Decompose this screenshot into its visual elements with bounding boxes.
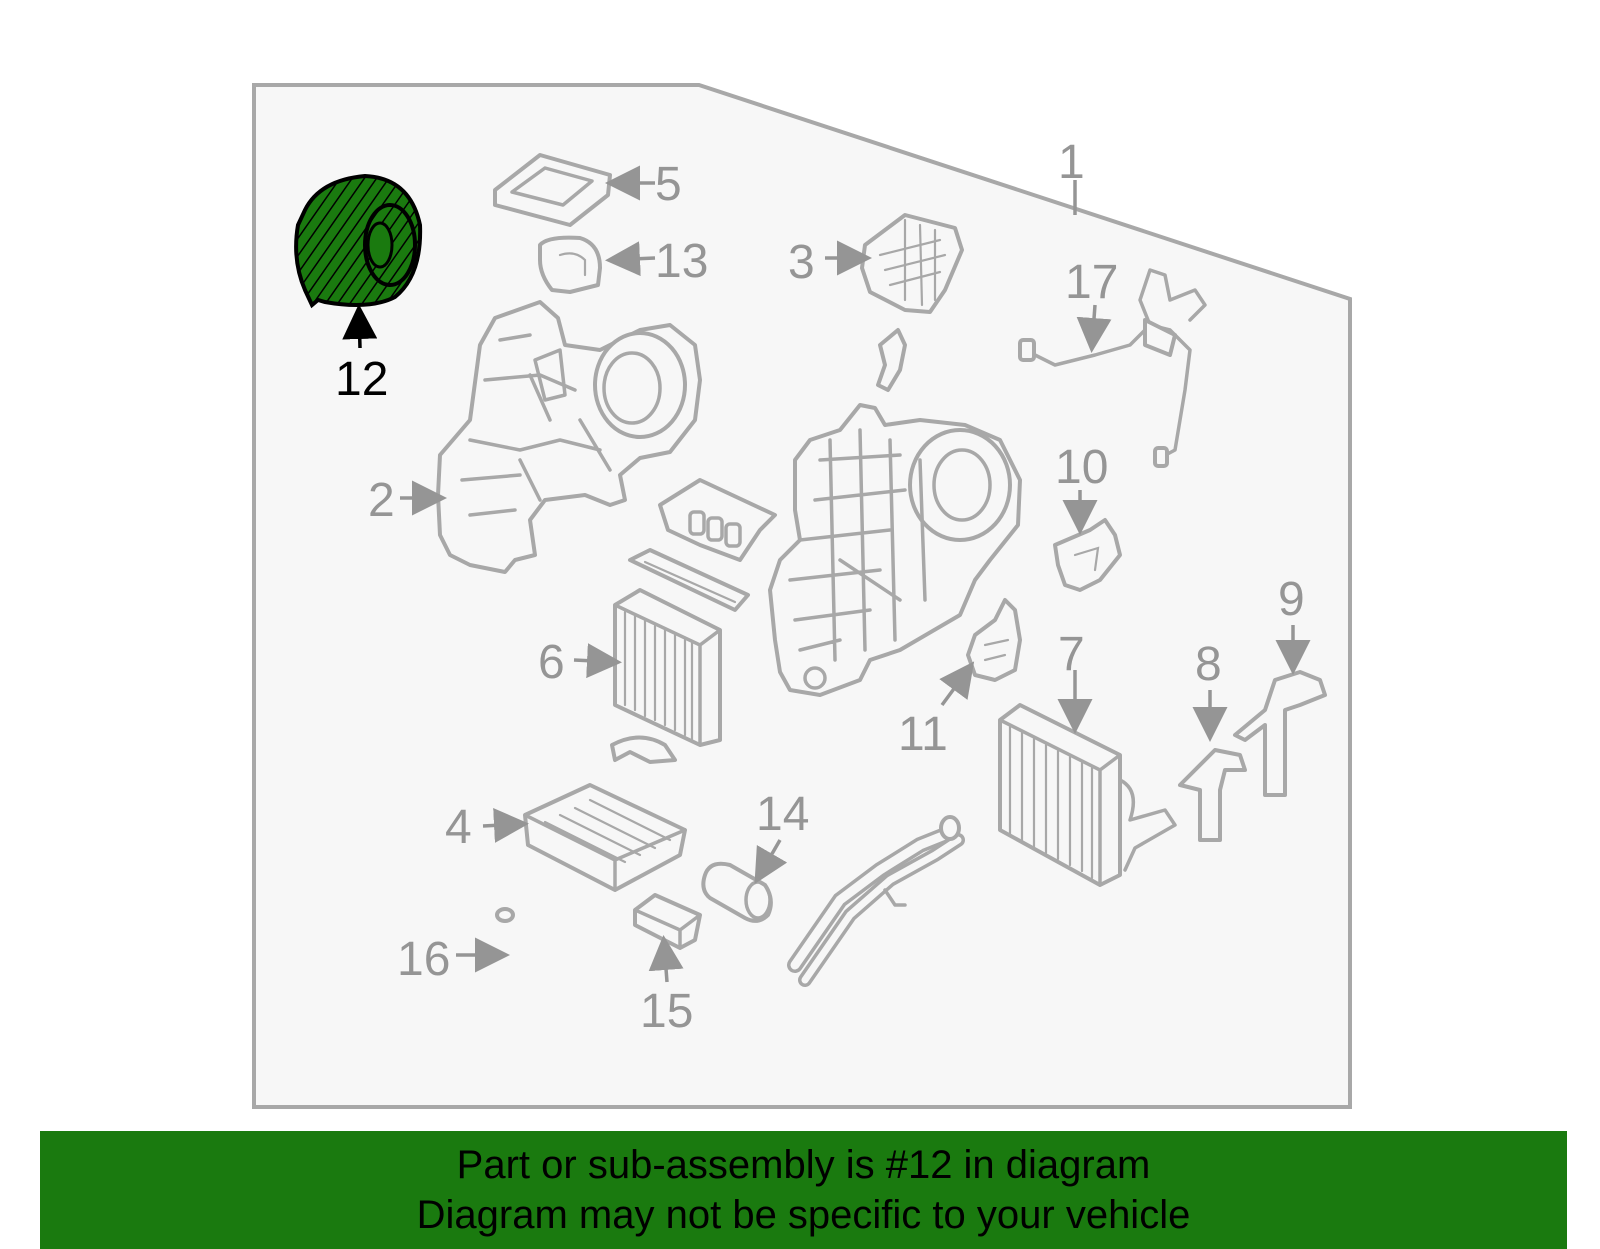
callout-4[interactable]: 4 bbox=[445, 801, 472, 854]
leader-6 bbox=[573, 643, 622, 679]
callout-9[interactable]: 9 bbox=[1278, 573, 1305, 626]
leader-13 bbox=[605, 241, 656, 277]
banner-part-note: Part or sub-assembly is #12 in diagram bbox=[456, 1143, 1151, 1187]
callout-14[interactable]: 14 bbox=[756, 788, 809, 841]
callout-7[interactable]: 7 bbox=[1058, 628, 1085, 681]
callout-17[interactable]: 17 bbox=[1065, 256, 1118, 309]
part-13-seal[interactable] bbox=[538, 235, 602, 294]
part-8-pipe[interactable] bbox=[1178, 748, 1247, 842]
info-banner: Part or sub-assembly is #12 in diagram D… bbox=[40, 1131, 1567, 1249]
part-17-wiring-harness[interactable] bbox=[1018, 268, 1207, 468]
callout-1[interactable]: 1 bbox=[1058, 136, 1085, 189]
part-14-resistor[interactable] bbox=[701, 861, 773, 923]
part-2-housing[interactable] bbox=[436, 300, 702, 574]
part-pipe-assembly[interactable] bbox=[787, 815, 965, 987]
callout-15[interactable]: 15 bbox=[640, 985, 693, 1038]
callout-13[interactable]: 13 bbox=[655, 235, 708, 288]
callout-12[interactable]: 12 bbox=[335, 353, 388, 406]
leader-4 bbox=[482, 807, 529, 843]
part-7-heater-core[interactable] bbox=[998, 703, 1177, 887]
part-12-blower-motor[interactable] bbox=[294, 173, 423, 309]
part-4-tray[interactable] bbox=[523, 783, 687, 892]
part-3-duct[interactable] bbox=[860, 213, 964, 314]
leader-17 bbox=[1076, 304, 1112, 353]
callout-3[interactable]: 3 bbox=[788, 236, 815, 289]
banner-disclaimer: Diagram may not be specific to your vehi… bbox=[416, 1193, 1191, 1237]
callout-8[interactable]: 8 bbox=[1195, 638, 1222, 691]
part-1-main-housing[interactable] bbox=[768, 403, 1022, 697]
callout-leaders bbox=[342, 165, 1311, 983]
callout-6[interactable]: 6 bbox=[538, 636, 565, 689]
leader-11 bbox=[939, 661, 975, 707]
leader-12 bbox=[342, 304, 378, 349]
part-bracket[interactable] bbox=[876, 328, 907, 392]
leader-14 bbox=[754, 839, 788, 885]
callout-10[interactable]: 10 bbox=[1055, 441, 1108, 494]
callout-11[interactable]: 11 bbox=[898, 708, 948, 761]
callout-labels: 1 2 3 4 5 6 7 8 9 10 11 12 13 14 15 16 1… bbox=[335, 136, 1305, 1038]
callout-5[interactable]: 5 bbox=[655, 158, 682, 211]
part-10-actuator[interactable] bbox=[1053, 518, 1122, 592]
callout-2[interactable]: 2 bbox=[368, 474, 395, 527]
leader-15 bbox=[648, 935, 684, 983]
part-9-pipe[interactable] bbox=[1233, 670, 1327, 797]
part-6-evaporator[interactable] bbox=[610, 588, 722, 764]
callout-16[interactable]: 16 bbox=[397, 933, 450, 986]
part-gasket[interactable] bbox=[628, 548, 750, 612]
part-cover[interactable] bbox=[658, 478, 777, 562]
